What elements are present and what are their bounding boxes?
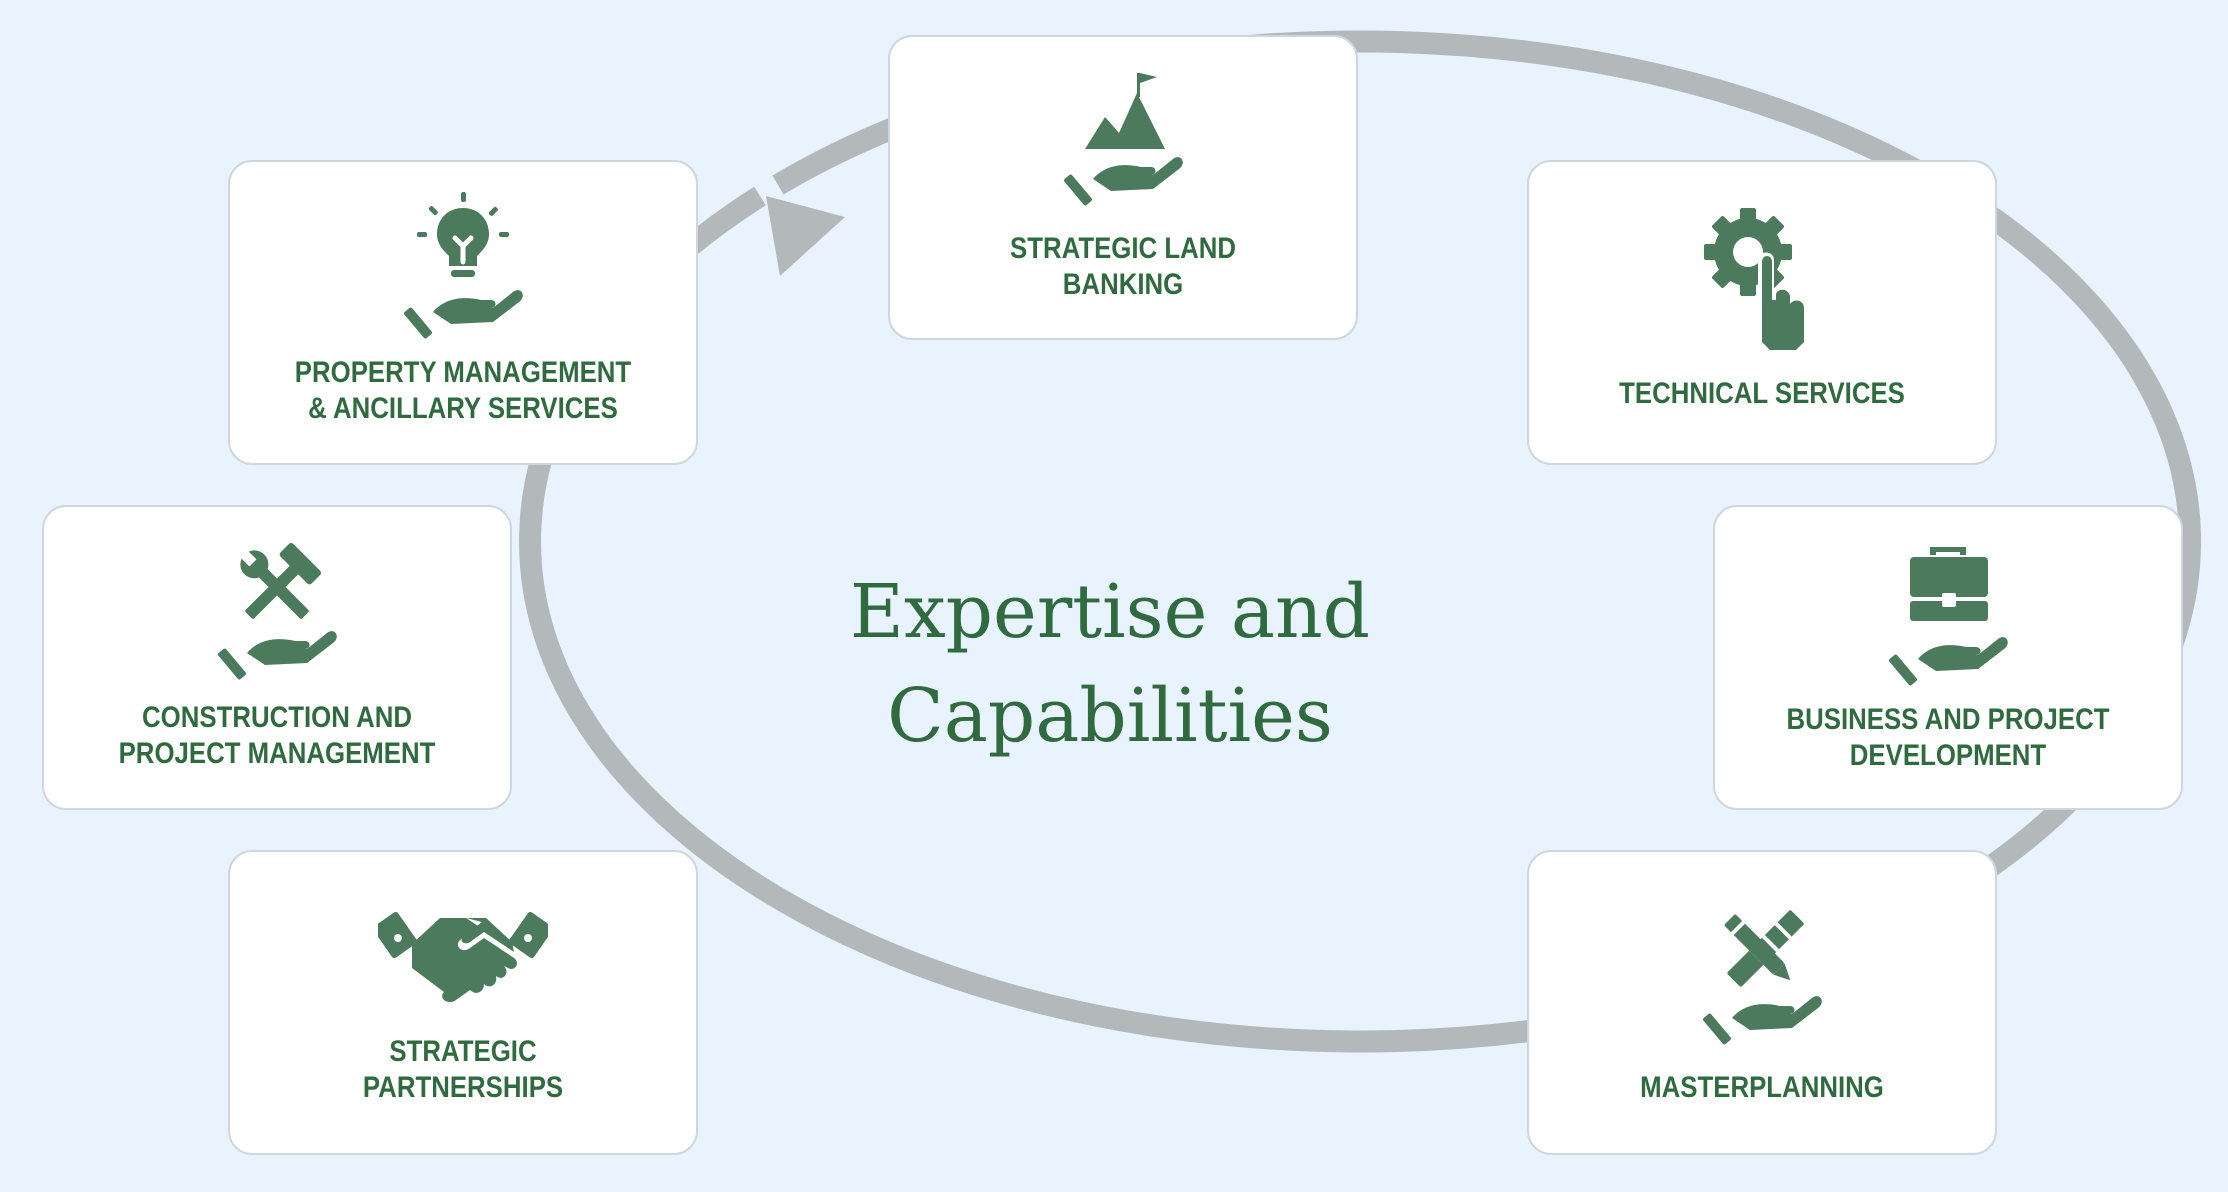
gear-pointer-icon [1704,208,1808,354]
handshake-icon [378,912,548,1003]
card-label: TECHNICAL SERVICES [1619,377,1905,410]
card-strategic-land-banking: STRATEGIC LAND BANKING [888,35,1358,340]
briefcase-hand-icon [1889,547,2008,686]
mountain-flag-hand-icon [1064,73,1183,206]
card-label: BUSINESS AND PROJECT DEVELOPMENT [1786,703,2110,772]
lightbulb-hand-icon [404,192,523,339]
card-property-management: PROPERTY MANAGEMENT & ANCILLARY SERVICES [228,160,698,465]
card-construction-project-management: CONSTRUCTION AND PROJECT MANAGEMENT [42,505,512,810]
card-label: PROPERTY MANAGEMENT & ANCILLARY SERVICES [294,356,632,425]
card-business-project-development: BUSINESS AND PROJECT DEVELOPMENT [1713,505,2183,810]
card-technical-services: TECHNICAL SERVICES [1527,160,1997,465]
card-label: CONSTRUCTION AND PROJECT MANAGEMENT [118,701,436,770]
pencil-ruler-hand-icon [1703,910,1822,1045]
card-masterplanning: MASTERPLANNING [1527,850,1997,1155]
card-label: STRATEGIC PARTNERSHIPS [362,1035,564,1104]
card-label: MASTERPLANNING [1640,1071,1884,1104]
ring-arrowhead [766,196,845,276]
diagram-title: Expertise and Capabilities [849,569,1371,759]
hammer-wrench-hand-icon [218,542,337,680]
card-label: STRATEGIC LAND BANKING [1010,232,1236,301]
card-strategic-partnerships: STRATEGIC PARTNERSHIPS [228,850,698,1155]
